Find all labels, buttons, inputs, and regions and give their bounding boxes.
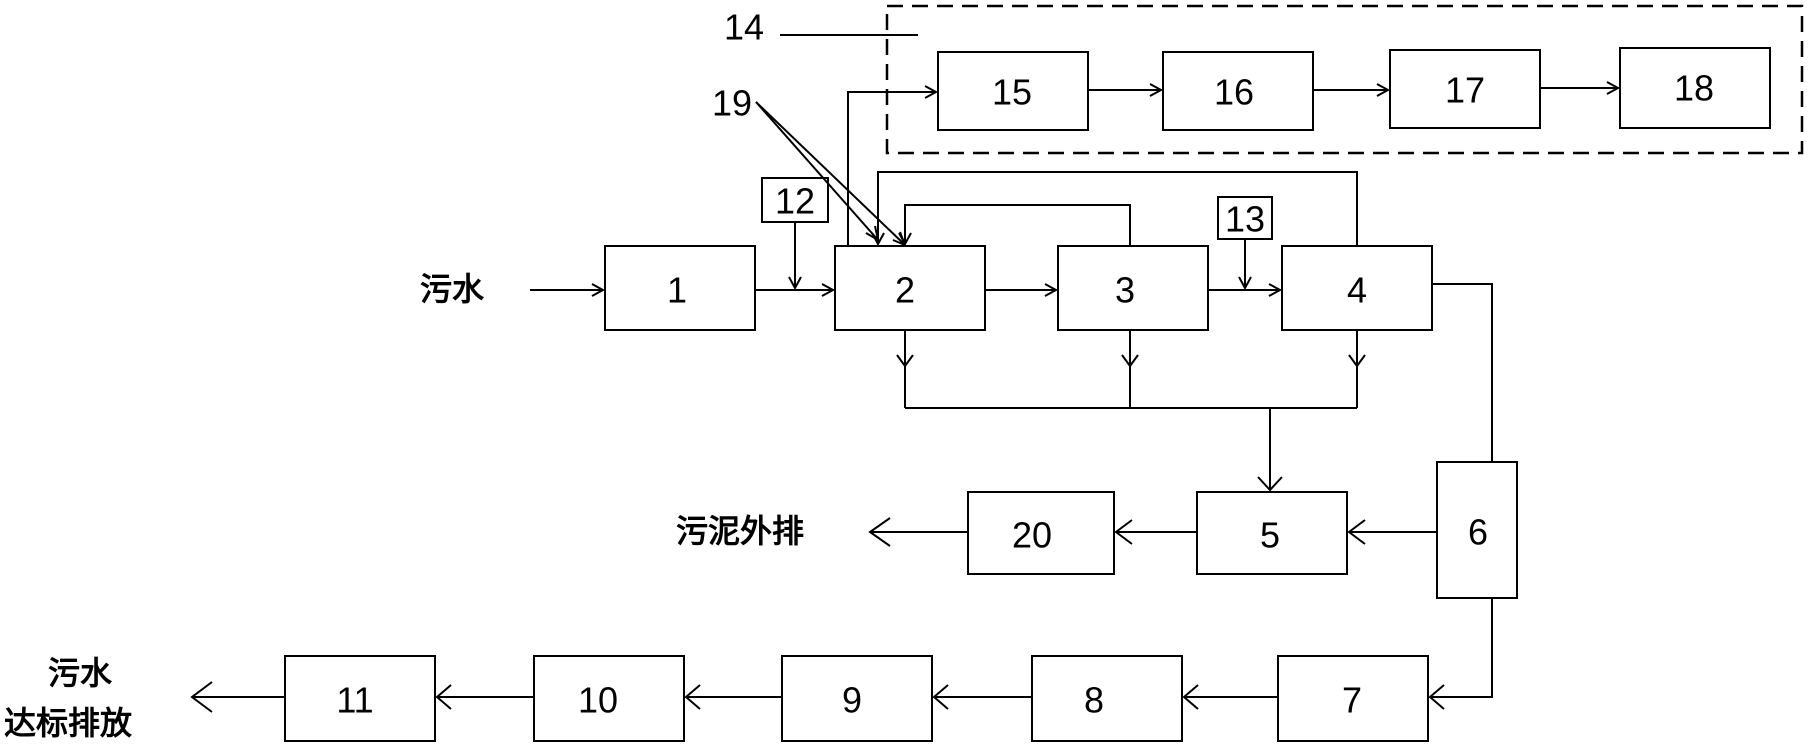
box-11: 11 [284, 655, 436, 742]
loop-4-to-2 [871, 171, 1358, 247]
box-8-label: 8 [1084, 680, 1104, 721]
sludge-out-label: 污泥外排 [676, 512, 804, 550]
box-20: 20 [967, 491, 1115, 575]
input-label: 污水 [420, 270, 485, 308]
box-18-label: 18 [1674, 68, 1714, 109]
box-9-label: 9 [842, 680, 862, 721]
box-1-label: 1 [667, 270, 687, 311]
arrow-17-to-18 [1540, 81, 1621, 95]
box-10: 10 [533, 655, 685, 742]
arrow-6-to-7 [1428, 598, 1493, 710]
branch-to-15 [847, 85, 939, 246]
dashed-group-14 [885, 4, 1804, 155]
box-18: 18 [1619, 47, 1771, 129]
box-7-label: 7 [1342, 680, 1362, 721]
arrow-10-to-11 [435, 684, 534, 710]
arrow-6-to-5 [1347, 519, 1437, 545]
arrow-3-to-4 [1208, 283, 1283, 297]
box-3: 3 [1057, 245, 1209, 331]
arrow-13-down [1238, 239, 1252, 291]
marker-19: 19 [712, 83, 752, 124]
marker-box-12: 12 [761, 177, 829, 223]
box-20-label: 20 [1012, 515, 1052, 556]
loop-3-to-2 [898, 204, 1131, 247]
leader-19 [755, 101, 907, 247]
box-11-label: 11 [336, 680, 373, 721]
box-16: 16 [1162, 51, 1314, 131]
arrow-input-to-1 [530, 283, 606, 297]
arrow-11-to-output [190, 681, 285, 713]
box-1: 1 [604, 245, 756, 331]
box-7: 7 [1277, 655, 1429, 742]
box-16-label: 16 [1214, 72, 1254, 113]
box-6: 6 [1436, 461, 1518, 599]
box-6-label: 6 [1468, 512, 1488, 553]
arrow-5-to-20 [1114, 519, 1197, 545]
box-5-label: 5 [1260, 515, 1280, 556]
arrow-20-to-sludge-out [868, 517, 968, 547]
marker-13: 13 [1225, 199, 1265, 240]
arrow-8-to-9 [932, 684, 1032, 710]
box-3-label: 3 [1115, 270, 1135, 311]
marker-14: 14 [724, 7, 764, 48]
output-label-line2: 达标排放 [4, 704, 133, 742]
box-10-label: 10 [578, 680, 618, 721]
marker-12: 12 [775, 181, 815, 222]
arrow-2-to-3 [985, 283, 1059, 297]
arrow-7-to-8 [1182, 684, 1278, 710]
box-9: 9 [781, 655, 933, 742]
box-2-label: 2 [895, 270, 915, 311]
box-15: 15 [937, 51, 1089, 131]
box-17-label: 17 [1445, 70, 1485, 111]
box-15-label: 15 [992, 72, 1032, 113]
arrow-15-to-16 [1088, 83, 1164, 97]
box-5: 5 [1196, 491, 1348, 575]
arrow-16-to-17 [1313, 83, 1391, 97]
box-17: 17 [1389, 49, 1541, 129]
box-2: 2 [834, 245, 986, 331]
marker-box-13: 13 [1217, 196, 1273, 240]
arrow-4-to-6 [1432, 283, 1493, 462]
arrow-9-to-10 [684, 684, 782, 710]
box-4: 4 [1281, 245, 1433, 331]
arrow-12-down [788, 222, 802, 291]
box-8: 8 [1031, 655, 1183, 742]
box-4-label: 4 [1347, 270, 1367, 311]
arrow-1-to-2 [755, 283, 836, 297]
output-label-line1: 污水 [48, 654, 113, 692]
sludge-collector [896, 330, 1366, 492]
